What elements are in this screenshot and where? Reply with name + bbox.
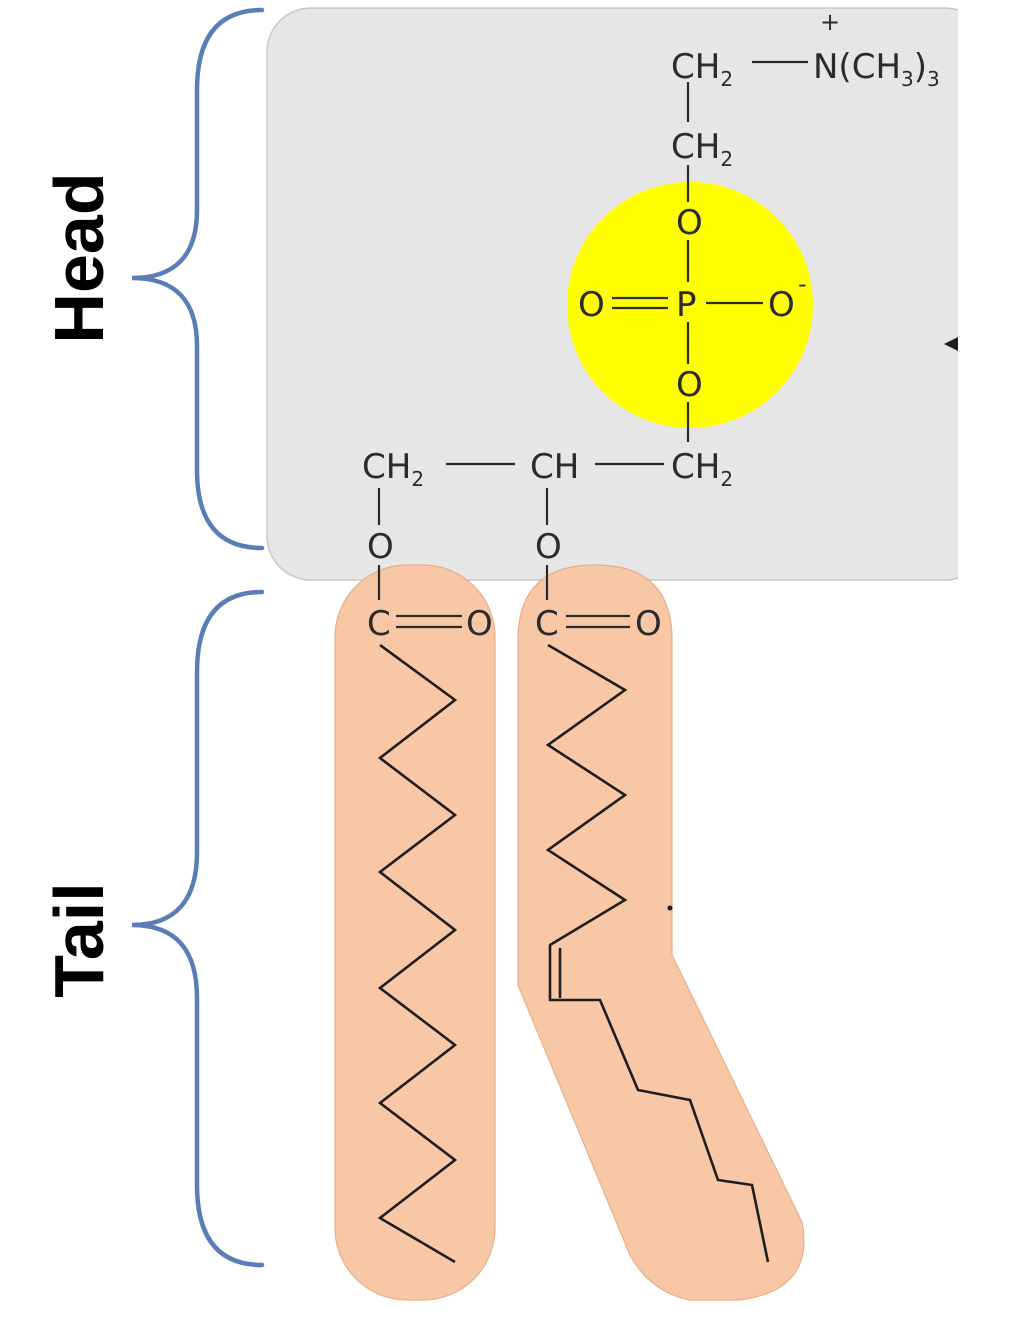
stray-dot [667, 905, 673, 911]
tail-region-unsaturated [517, 564, 805, 1301]
unsaturated-fatty-acid-chain [545, 643, 770, 1263]
choline-n-label: N(CH3)3 [813, 47, 940, 91]
ester-o-right: O [535, 527, 562, 567]
tail-brace [131, 589, 265, 1268]
carbonyl-c-right: C [535, 604, 559, 644]
glycerol-ch2-right: CH2 [671, 447, 733, 491]
phosphate-o-left: O [578, 285, 605, 325]
ester-o-left: O [367, 527, 394, 567]
phosphate-o-top: O [676, 203, 703, 243]
atom-labels: CH2 + N(CH3)3 CH2 O O P O - O CH2 CH CH2… [362, 8, 940, 644]
phosphate-o-charge: - [798, 270, 807, 298]
head-label: Head [40, 172, 118, 343]
ethyl-ch2-label: CH2 [671, 127, 733, 171]
phosphate-o-bottom: O [676, 365, 703, 405]
phosphate-o-right: O [768, 285, 795, 325]
choline-ch2-label: CH2 [671, 47, 733, 91]
carbonyl-o-right: O [635, 604, 662, 644]
bonds [377, 60, 808, 629]
pointer-arrowhead [944, 337, 958, 351]
carbonyl-c-left: C [367, 604, 391, 644]
phosphate-p: P [676, 285, 697, 325]
glycerol-ch2-left: CH2 [362, 447, 424, 491]
crop-mask [958, 0, 1022, 600]
glycerol-ch: CH [530, 447, 579, 487]
tail-region-saturated [334, 564, 496, 1301]
choline-n-charge: + [820, 8, 840, 36]
phosphate-highlight [567, 182, 813, 428]
saturated-fatty-acid-chain [377, 643, 458, 1264]
tail-label: Tail [40, 882, 118, 997]
carbonyl-o-left: O [466, 604, 493, 644]
head-brace [131, 7, 265, 551]
